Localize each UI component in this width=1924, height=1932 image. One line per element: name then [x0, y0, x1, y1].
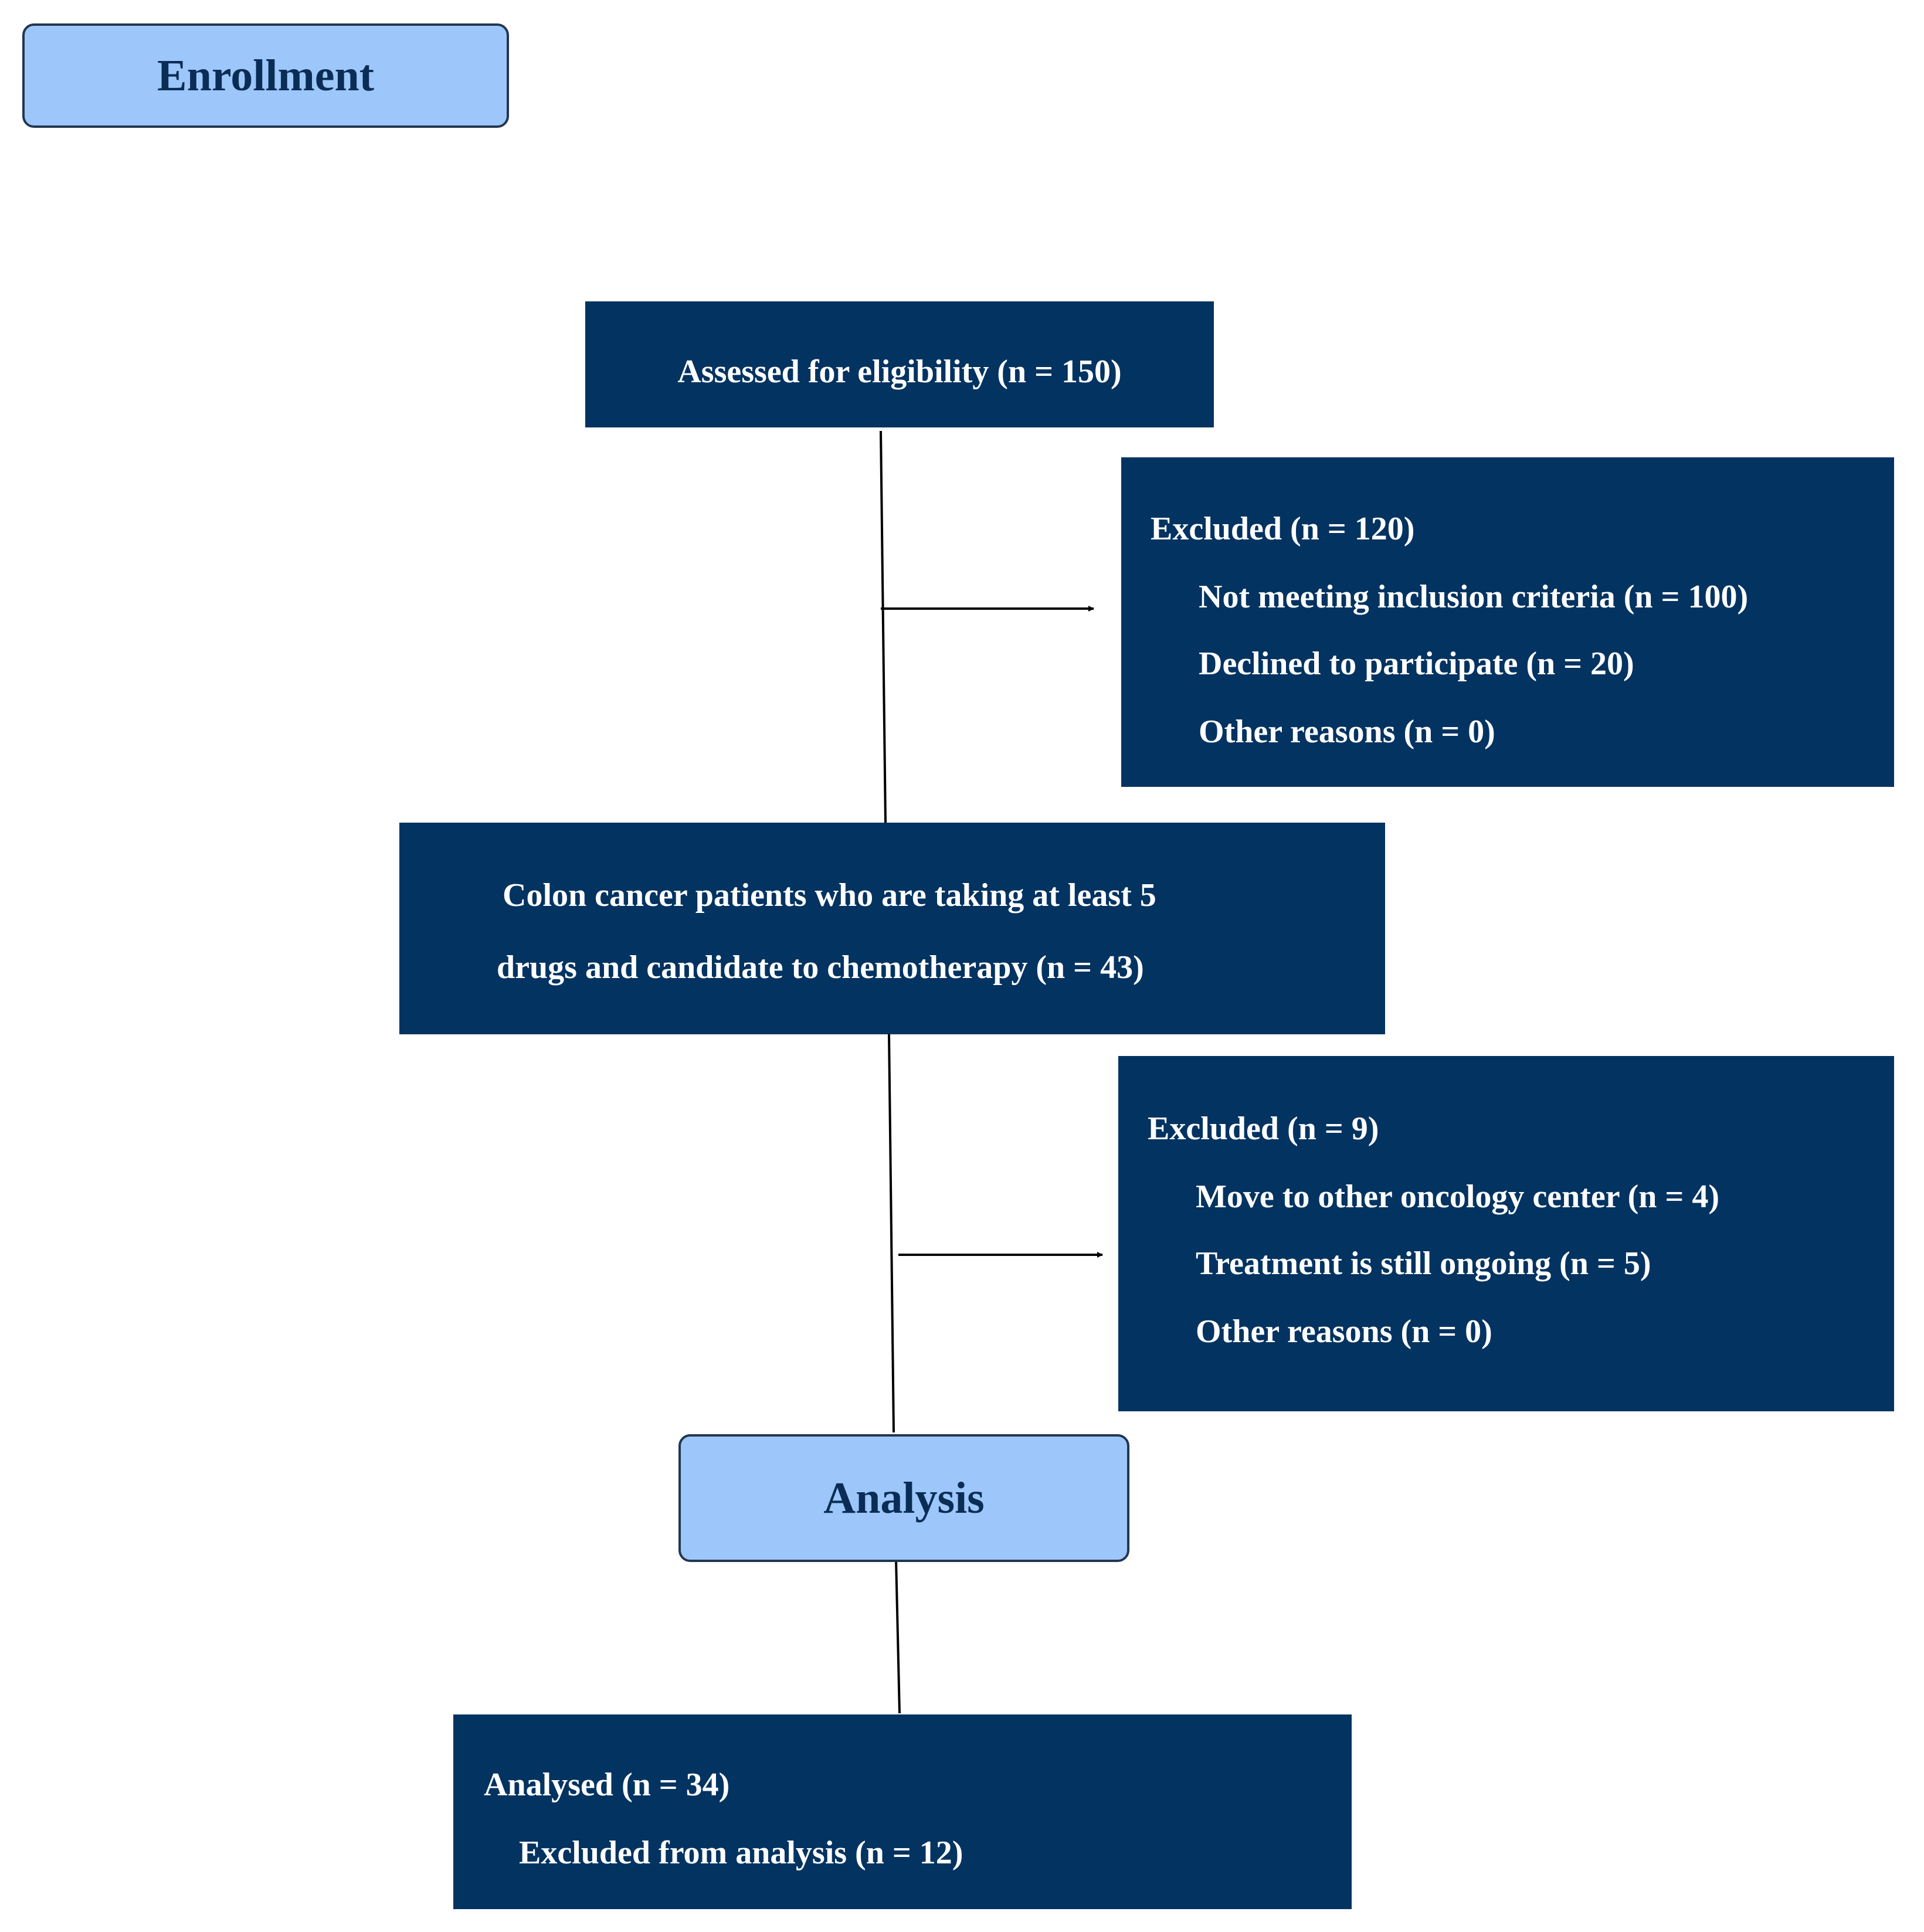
candidates-box: Colon cancer patients who are taking at …	[399, 823, 1385, 1034]
excluded-1-item: Other reasons (n = 0)	[1199, 714, 1495, 750]
excluded-1-title: Excluded (n = 120)	[1151, 511, 1415, 547]
analysed-box: Analysed (n = 34) Excluded from analysis…	[453, 1714, 1352, 1909]
enrollment-label: Enrollment	[157, 50, 375, 100]
excluded-box-2: Excluded (n = 9) Move to other oncology …	[1118, 1056, 1894, 1411]
assessed-text: Assessed for eligibility (n = 150)	[677, 354, 1122, 390]
excluded-2-item: Treatment is still ongoing (n = 5)	[1196, 1245, 1651, 1282]
excluded-1-item: Declined to participate (n = 20)	[1199, 646, 1634, 682]
candidates-line-1: Colon cancer patients who are taking at …	[503, 877, 1156, 914]
enrollment-phase-label: Enrollment	[22, 23, 509, 128]
connector-candidates-to-analysis	[888, 1034, 895, 1433]
excluded-1-item: Not meeting inclusion criteria (n = 100)	[1199, 579, 1749, 615]
excluded-2-item: Other reasons (n = 0)	[1196, 1313, 1492, 1350]
connector-assessed-to-candidates	[880, 430, 887, 823]
analysed-title: Analysed (n = 34)	[484, 1767, 730, 1803]
excluded-2-title: Excluded (n = 9)	[1148, 1111, 1379, 1147]
candidates-line-2: drugs and candidate to chemotherapy (n =…	[497, 949, 1144, 986]
connector-analysis-to-analysed	[895, 1559, 901, 1714]
assessed-box: Assessed for eligibility (n = 150)	[585, 301, 1214, 427]
analysis-phase-label: Analysis	[678, 1434, 1129, 1562]
excluded-box-1: Excluded (n = 120) Not meeting inclusion…	[1121, 457, 1894, 787]
excluded-2-item: Move to other oncology center (n = 4)	[1196, 1179, 1719, 1215]
analysis-label: Analysis	[823, 1473, 985, 1523]
analysed-item: Excluded from analysis (n = 12)	[519, 1835, 963, 1871]
